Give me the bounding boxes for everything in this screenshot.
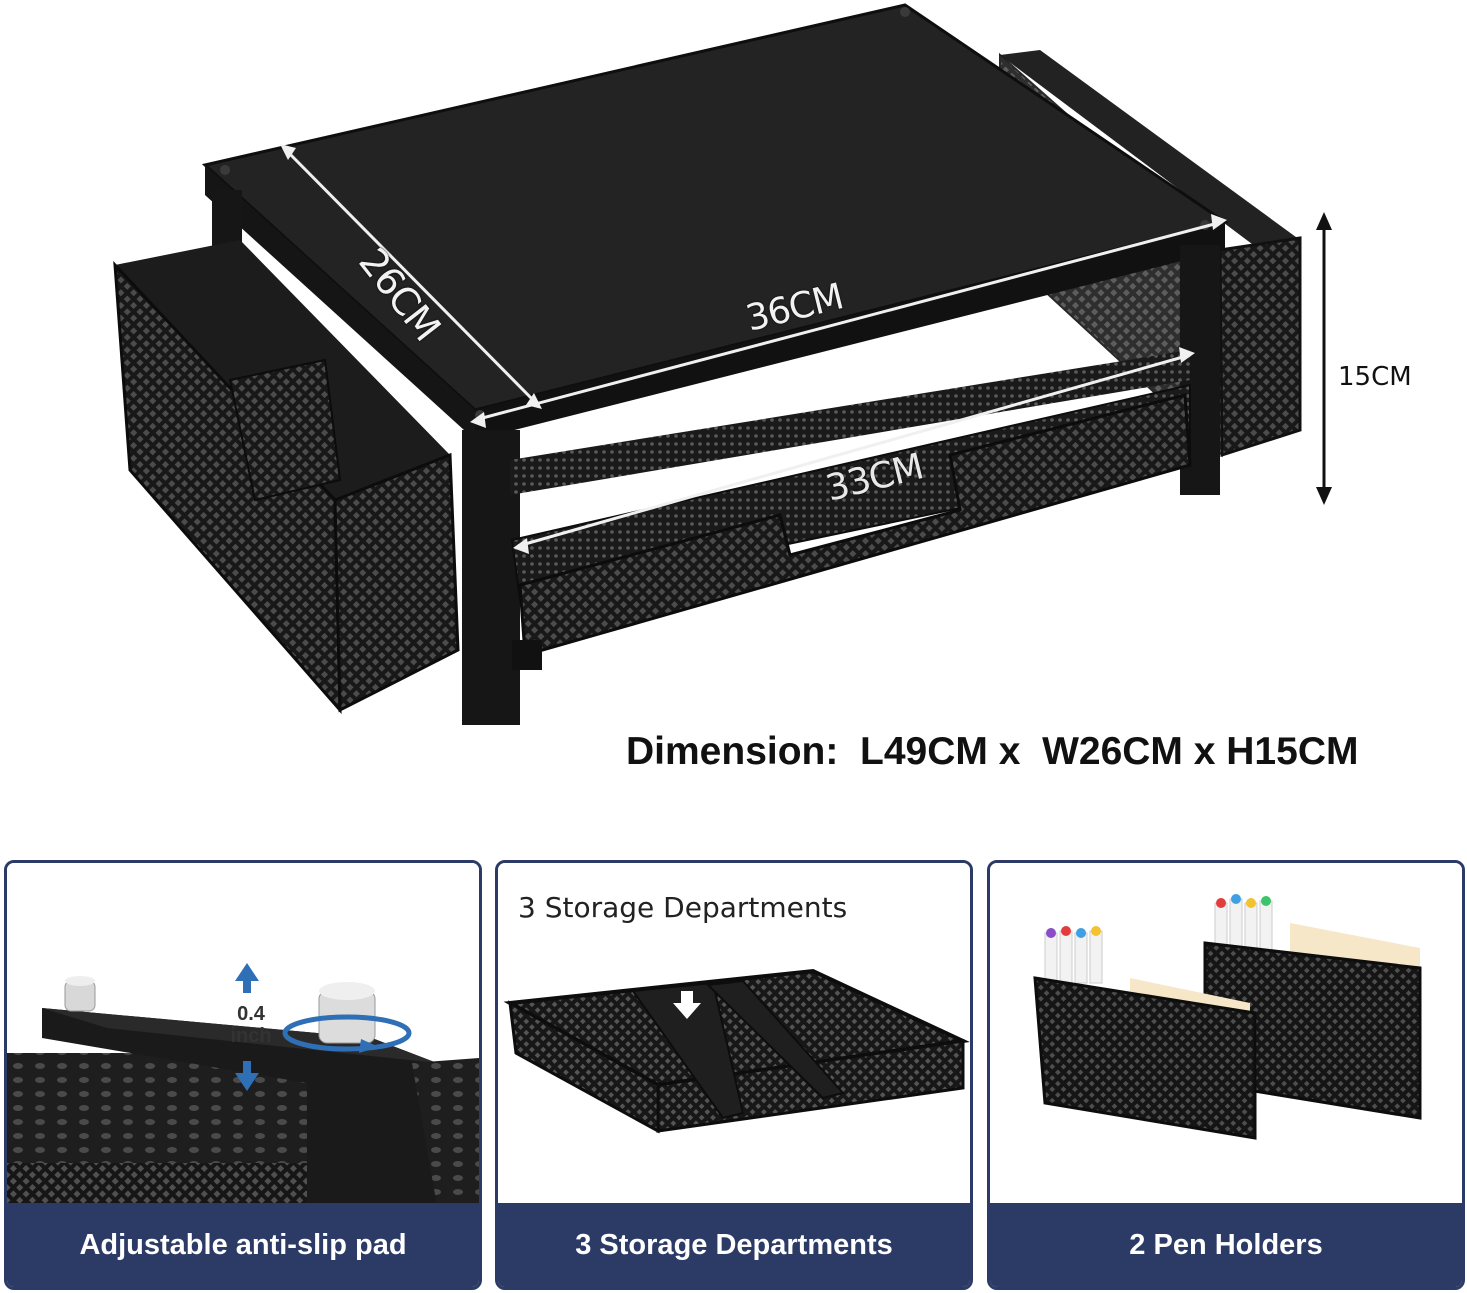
monitor-stand-illustration: [113, 3, 1332, 725]
card-caption: Adjustable anti-slip pad: [7, 1203, 479, 1287]
arrow-down-icon: [673, 991, 701, 1019]
height-dimension-label: 15CM: [1338, 362, 1412, 392]
feature-card-anti-slip-pad: 0.4 inch Adjustable anti-slip pad: [4, 860, 482, 1290]
height-arrow: [1316, 212, 1332, 505]
dimension-summary: Dimension: L49CM x W26CM x H15CM: [626, 730, 1359, 773]
card-caption: 3 Storage Departments: [498, 1203, 970, 1287]
product-hero: 26CM 36CM 33CM 15CM: [113, 3, 1412, 725]
arrow-up-icon: [235, 963, 259, 993]
top-shelf: [201, 3, 1229, 440]
pad-adjust-unit: inch: [230, 1025, 272, 1047]
pen-holders-illustration: [990, 863, 1462, 1206]
card-heading: 3 Storage Departments: [518, 891, 848, 924]
arrow-down-icon: [235, 1061, 259, 1091]
card-caption: 2 Pen Holders: [990, 1203, 1462, 1287]
dimension-arrows: [282, 146, 1223, 548]
feature-card-storage-departments: 3 Storage Departments 3 Storage Departme…: [495, 860, 973, 1290]
pad-adjust-value: 0.4: [237, 1003, 265, 1025]
mesh-drawer: [510, 350, 1192, 670]
left-basket: [113, 240, 460, 715]
anti-slip-pad-illustration: [7, 863, 479, 1206]
mesh-drawer-illustration: [498, 863, 970, 1206]
pad-adjust-label: 0.4 inch: [221, 1003, 281, 1047]
feature-card-pen-holders: 2 Pen Holders: [987, 860, 1465, 1290]
